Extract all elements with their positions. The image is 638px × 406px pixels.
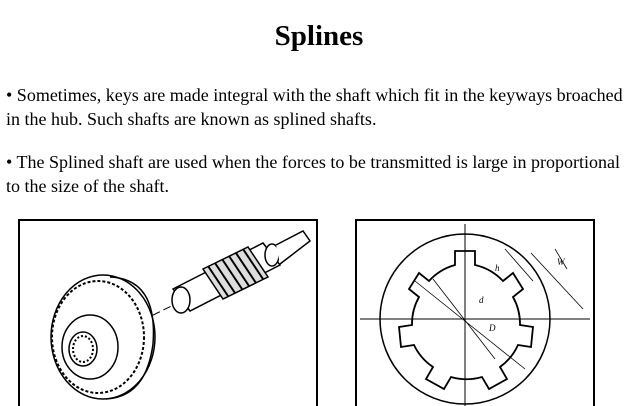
spline-cross-section-drawing: h W d D xyxy=(355,219,595,406)
splined-shaft-hub-figure xyxy=(18,219,318,406)
splined-shaft-drawing xyxy=(18,219,318,406)
label-w: W xyxy=(557,257,566,267)
bullet-splined-shafts-definition: • Sometimes, keys are made integral with… xyxy=(6,85,623,129)
slide-title: Splines xyxy=(274,20,364,52)
spline-cross-section-figure: h W d D xyxy=(355,219,595,406)
label-h: h xyxy=(495,263,500,273)
label-d: d xyxy=(479,295,484,305)
label-D: D xyxy=(488,323,496,333)
bullet-splined-shafts-usage: • The Splined shaft are used when the fo… xyxy=(6,152,620,196)
